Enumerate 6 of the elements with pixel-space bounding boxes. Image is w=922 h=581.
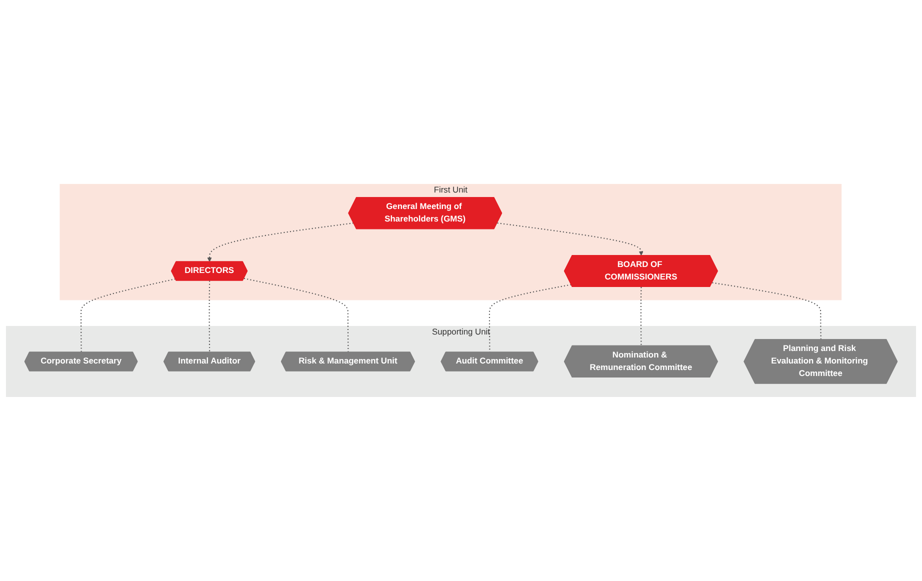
connector bbox=[712, 282, 822, 340]
connector bbox=[208, 280, 210, 352]
connector bbox=[488, 284, 572, 352]
connector bbox=[244, 278, 349, 352]
arrow bbox=[497, 222, 644, 256]
connector bbox=[640, 287, 642, 346]
